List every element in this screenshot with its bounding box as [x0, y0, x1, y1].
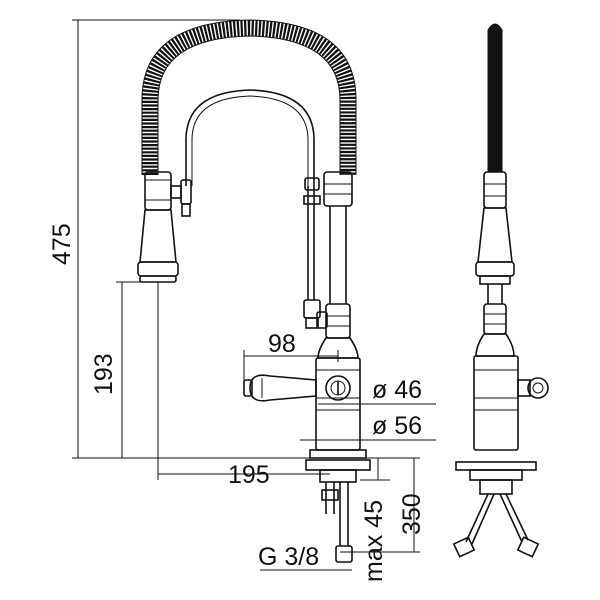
dim-height-total: 475: [48, 223, 76, 265]
dim-thread: G 3/8: [258, 543, 319, 571]
dim-lever: 98: [268, 330, 296, 358]
dim-reach: 195: [228, 461, 270, 489]
faucet-side-view: [452, 23, 549, 558]
dimension-lines: [72, 19, 436, 571]
dim-dia-base: ø 56: [372, 412, 422, 440]
dim-dia-body: ø 46: [372, 376, 422, 404]
dim-height-spout: 193: [90, 353, 118, 395]
dim-deck-max: max 45: [360, 500, 388, 582]
faucet-front-view: [137, 19, 371, 563]
dim-hose-length: 350: [398, 493, 426, 535]
